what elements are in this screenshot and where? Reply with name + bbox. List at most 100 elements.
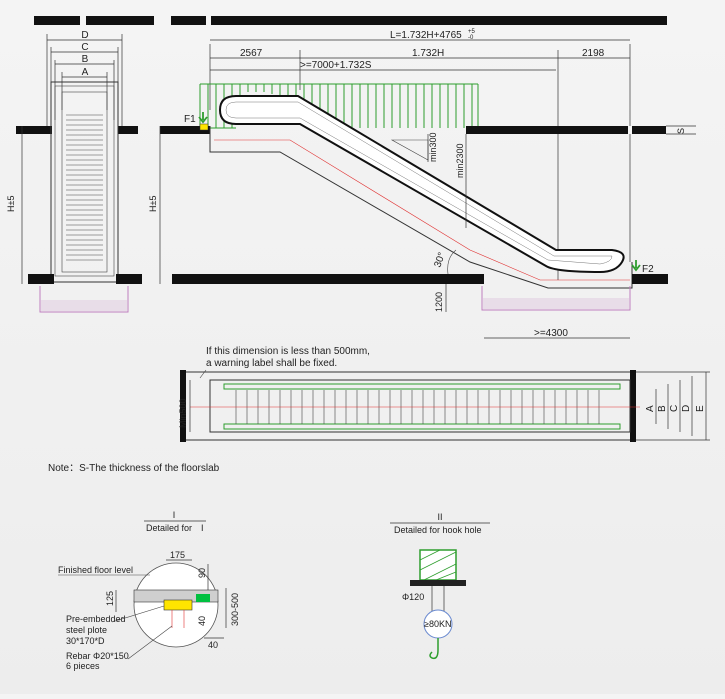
detail-two-roman: II [437, 512, 442, 522]
truss-bottom [209, 126, 633, 289]
min-length-label: >=7000+1.732S [300, 60, 372, 71]
hook-icon [429, 638, 439, 660]
detail-two: II Detailed for hook hole Φ120 ≥80KN [390, 512, 490, 660]
plan-view: If this dimension is less than 500mm, a … [178, 346, 710, 442]
side-elevation: L=1.732H+4765 +5 -0 2567 1.732H 2198 >=7… [148, 16, 696, 339]
step-line [214, 139, 630, 281]
rebar-label-line2: 6 pieces [66, 661, 100, 671]
front-steps [66, 114, 103, 261]
upper-support-marker: F1 [184, 112, 209, 131]
dim-125-label: 125 [105, 591, 115, 606]
front-lower-slab-right [116, 274, 142, 284]
plan-wall-right [630, 370, 636, 442]
front-width-a: A [82, 67, 89, 78]
upper-slab-gap [628, 126, 632, 134]
plan-width-e: E [695, 405, 706, 412]
side-pit-fill [483, 298, 629, 309]
lower-slab-right [632, 274, 668, 284]
plate-label-line1: Pre-embedded [66, 614, 126, 624]
front-lower-slab-left [28, 274, 54, 284]
warning-note-line1: If this dimension is less than 500mm, [206, 346, 370, 357]
front-upper-slab-left [16, 126, 52, 134]
dim-40-vertical-label: 40 [197, 616, 207, 626]
warning-note-line2: a warning label shall be fixed. [206, 358, 337, 369]
hook-load-label: ≥80KN [424, 619, 451, 629]
lower-support-arrow [631, 260, 641, 272]
plan-truss [209, 379, 631, 433]
lower-support-label: F2 [642, 264, 654, 275]
plan-width-b: B [657, 405, 668, 412]
front-width-b: B [82, 54, 89, 65]
side-top-slab [171, 16, 667, 25]
plan-handrail-top [223, 383, 621, 390]
hook-diameter-label: Φ120 [402, 592, 424, 602]
dim-175-label: 175 [170, 550, 185, 560]
total-length-tol-bottom: -0 [468, 35, 474, 41]
dim-300-500-label: 300-500 [230, 593, 240, 626]
dim-40-horizontal-label: 40 [208, 640, 218, 650]
upper-slab-right [466, 126, 666, 134]
front-balustrade [61, 91, 108, 273]
detail-one: I Detailed for I 175 90 125 300-500 40 4… [58, 510, 240, 671]
plate-label-line2: steel plote [66, 625, 107, 635]
rebar-label-line1: Rebar Φ20*150 [66, 651, 129, 661]
lower-landing-label: 2198 [582, 48, 605, 59]
detail-one-marker: I [201, 523, 204, 533]
front-upper-slab-right [118, 126, 138, 134]
angle-arc [447, 249, 457, 275]
plan-width-c: C [669, 405, 680, 412]
pit-depth-label: 1200 [434, 292, 444, 312]
dim-90-label: 90 [197, 568, 207, 578]
pit-length-label: >=4300 [534, 328, 568, 339]
detail-one-roman: I [173, 510, 176, 520]
incline-span-label: 1.732H [412, 48, 444, 59]
min300-label: min300 [428, 132, 438, 162]
detail-two-title: Detailed for hook hole [394, 525, 482, 535]
front-rise-label: H±5 [6, 196, 16, 212]
upper-landing-label: 2567 [240, 48, 263, 59]
hook-beam-hatch [419, 549, 457, 581]
total-length-label: L=1.732H+4765 [390, 30, 462, 41]
plan-width-a: A [645, 405, 656, 412]
hook-beam [419, 549, 457, 581]
side-top-slab-gap [206, 16, 211, 25]
front-pit-fill [41, 300, 127, 311]
lower-slab-left [172, 274, 484, 284]
plate-leader [111, 605, 165, 623]
lower-support-marker: F2 [631, 260, 654, 275]
front-width-c: C [81, 42, 88, 53]
plan-handrail-bottom [223, 423, 621, 430]
detail-one-title: Detailed for [146, 523, 192, 533]
floorslab-note: Note：S-The thickness of the floorslab [48, 463, 220, 474]
total-length-tol-top: +5 [468, 29, 476, 35]
front-truss-inner [54, 85, 115, 277]
side-pit [481, 286, 631, 311]
upper-support-label: F1 [184, 114, 196, 125]
handrail [218, 95, 625, 274]
finished-floor-label: Finished floor level [58, 565, 133, 575]
upper-slab-left [160, 126, 210, 134]
rebar-leader [127, 625, 173, 660]
min500-label: Min500 [178, 398, 188, 428]
plate-label-line3: 30*170*D [66, 636, 105, 646]
handrail-inner [225, 101, 613, 265]
warning-leader [199, 369, 207, 379]
upper-support-plate [199, 123, 209, 131]
upper-support-arrow [198, 112, 208, 124]
hook-slab [410, 580, 466, 586]
segment-dim-ticks [209, 44, 631, 280]
front-pit [39, 286, 129, 313]
min2300-label: min2300 [455, 143, 465, 178]
front-top-slab [34, 16, 154, 25]
front-truss [50, 81, 119, 283]
side-rise-label: H±5 [148, 196, 158, 212]
plan-width-dimensions [636, 371, 710, 441]
angle-label: 30° [432, 251, 448, 269]
front-width-d: D [81, 30, 88, 41]
slab-thickness-label: S [676, 128, 686, 134]
plan-wall-left [180, 370, 186, 442]
front-elevation: D C B A [6, 16, 154, 313]
detail-one-angle [196, 594, 210, 602]
